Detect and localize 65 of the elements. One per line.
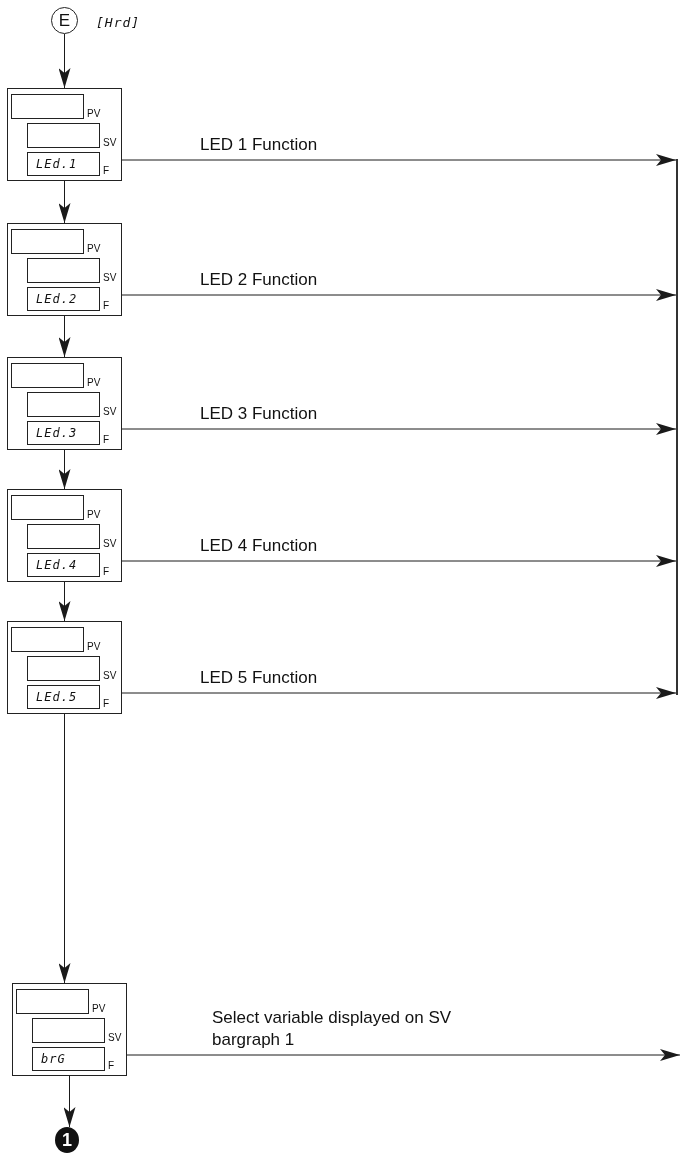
display-window [27, 123, 100, 148]
display-panel [7, 88, 122, 181]
parameter-code: LEd.2 [36, 292, 78, 306]
arrow [121, 423, 677, 435]
display-label: PV [87, 377, 101, 388]
arrow [58, 581, 71, 622]
parameter-code: [Hrd] [96, 15, 141, 30]
display-label: PV [87, 108, 101, 119]
display-window [11, 94, 84, 119]
display-label: SV [103, 538, 117, 549]
display-label: F [103, 165, 110, 176]
display-label: PV [87, 243, 101, 254]
display-window [27, 656, 100, 681]
parameter-code: LEd.1 [36, 157, 78, 171]
arrow [58, 180, 71, 224]
display-panel [7, 489, 122, 582]
parameter-display [27, 685, 100, 709]
display-panel [7, 621, 122, 714]
display-panel [7, 223, 122, 316]
display-label: PV [87, 509, 101, 520]
display-window [27, 258, 100, 283]
parameter-code: LEd.5 [36, 690, 78, 704]
parameter-display [27, 421, 100, 445]
parameter-display [27, 553, 100, 577]
arrow [126, 1049, 680, 1061]
parameter-code: brG [41, 1052, 66, 1066]
parameter-display [27, 152, 100, 176]
display-window [11, 229, 84, 254]
arrow [121, 687, 677, 699]
step-marker: 1 [55, 1127, 79, 1153]
display-window [16, 989, 89, 1014]
display-label: SV [103, 137, 117, 148]
display-window [27, 524, 100, 549]
arrow [121, 289, 677, 301]
display-label: F [103, 434, 110, 445]
display-label: SV [103, 670, 117, 681]
arrow [58, 315, 71, 358]
arrow [58, 33, 71, 89]
parameter-code: LEd.4 [36, 558, 78, 572]
display-window [11, 363, 84, 388]
arrow [63, 1075, 76, 1128]
display-label: SV [103, 406, 117, 417]
display-label: PV [92, 1003, 106, 1014]
display-window [32, 1018, 105, 1043]
display-label: F [103, 698, 110, 709]
connector-circle: E [51, 7, 78, 34]
parameter-code: LEd.3 [36, 426, 78, 440]
display-label: PV [87, 641, 101, 652]
arrow [121, 154, 677, 166]
display-label: F [103, 566, 110, 577]
display-label: F [108, 1060, 115, 1071]
arrow [58, 713, 71, 984]
arrow [58, 449, 71, 490]
display-label: SV [108, 1032, 122, 1043]
display-panel [12, 983, 127, 1076]
parameter-display [32, 1047, 105, 1071]
collector-line [676, 159, 678, 695]
parameter-display [27, 287, 100, 311]
display-label: F [103, 300, 110, 311]
arrow [121, 555, 677, 567]
display-panel [7, 357, 122, 450]
display-window [27, 392, 100, 417]
display-window [11, 627, 84, 652]
display-label: SV [103, 272, 117, 283]
display-window [11, 495, 84, 520]
